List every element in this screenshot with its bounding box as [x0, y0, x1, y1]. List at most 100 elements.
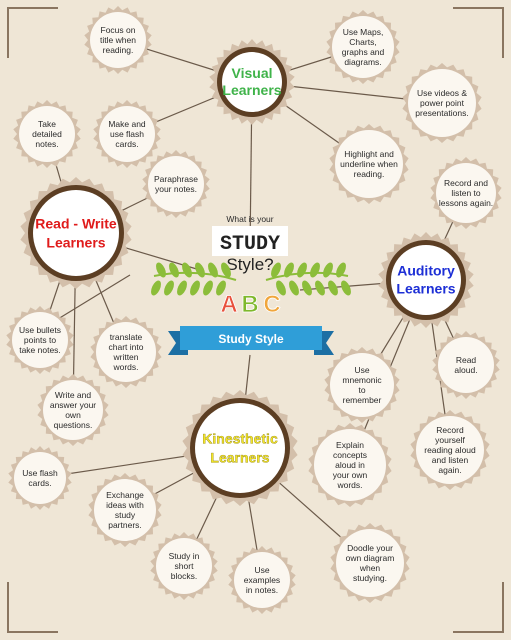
tip-text-line: again. [438, 465, 461, 475]
study-style-banner [180, 326, 322, 350]
tip-text-line: questions. [54, 420, 93, 430]
banner-label: Study Style [218, 332, 284, 346]
tip-text-line: listen to [451, 188, 481, 198]
tip-text-line: use flash [110, 129, 144, 139]
hub-badge-face [33, 190, 119, 276]
tip-text-line: concepts [333, 450, 367, 460]
tip-badge-face [96, 322, 156, 382]
tip-badge-face [436, 163, 496, 223]
tip-text-line: Study in [169, 551, 200, 561]
tip-text-line: presentations. [415, 108, 468, 118]
leaf [271, 262, 281, 278]
tip-text-line: own diagram [346, 553, 395, 563]
letter-a: A [220, 291, 237, 318]
tip-text-line: and listen [432, 455, 469, 465]
hub-title-line: Learners [46, 235, 105, 251]
tip-badge-face [148, 156, 204, 212]
leaf [315, 280, 325, 296]
tip-text-line: Record [436, 425, 464, 435]
leaf [310, 262, 320, 278]
tip-text-line: Write and [55, 390, 91, 400]
frame-corners [7, 7, 504, 633]
tip-text-line: Read [456, 355, 477, 365]
hub-title-line: Learners [222, 82, 281, 98]
tip-text-line: words. [336, 480, 362, 490]
tip-text-line: Focus on [101, 25, 136, 35]
tip-text-line: chart into [109, 342, 144, 352]
tip-text-line: Use flash [22, 468, 58, 478]
leaf [276, 280, 286, 296]
tip-badge-face [12, 312, 68, 368]
tip-badge-face [336, 529, 404, 597]
leaf [336, 262, 346, 278]
tip-text-line: power point [420, 98, 465, 108]
tip-text-line: Record and [444, 178, 488, 188]
tip-badge-face [94, 479, 156, 541]
leaf [341, 280, 351, 296]
tip-text-line: cards. [115, 139, 138, 149]
tip-text-line: mnemonic [342, 375, 382, 385]
tip-text-line: Use bullets [19, 325, 61, 335]
tip-text-line: when [359, 563, 381, 573]
tip-text-line: reading aloud [424, 445, 476, 455]
tip-badge-face [330, 353, 394, 417]
corner-bottom-left [7, 582, 58, 633]
tip-text-line: your notes. [155, 184, 197, 194]
leaf [169, 262, 179, 278]
tip-text-line: blocks. [171, 571, 197, 581]
hub-title-line: Read - Write [35, 216, 117, 232]
leaf [190, 280, 200, 296]
leaf [156, 262, 166, 278]
tip-badge-face [99, 106, 155, 162]
tip-text-line: written [112, 352, 138, 362]
leaf-branches [151, 262, 351, 296]
tip-badge-face [90, 12, 146, 68]
leaf [182, 262, 192, 278]
tip-text-line: Use videos & [417, 88, 467, 98]
tip-text-line: Doodle your [347, 543, 393, 553]
letter-c: C [263, 291, 280, 318]
leaf [289, 280, 299, 296]
tip-text-line: Make and [108, 119, 146, 129]
tip-text-line: in notes. [246, 585, 278, 595]
corner-top-left [7, 7, 58, 58]
tip-badge-face [156, 538, 212, 594]
tip-badge-face [234, 552, 290, 608]
study-label-box [212, 226, 288, 256]
tip-text-line: aloud. [454, 365, 477, 375]
tip-text-line: Use [354, 365, 369, 375]
tip-text-line: short [175, 561, 195, 571]
tip-text-line: Use Maps, [343, 27, 384, 37]
tip-badge-face [14, 452, 66, 504]
tip-badge-face [19, 106, 75, 162]
center-title-block: What is your STUDY Style? A B C Study St… [151, 214, 351, 355]
leaf [151, 280, 161, 296]
tip-text-line: lessons again. [439, 198, 493, 208]
hub-title-line: Kinesthetic [202, 431, 278, 447]
corner-bottom-right [453, 582, 504, 633]
tip-text-line: your own [333, 470, 368, 480]
center-study-word: STUDY [220, 233, 280, 256]
tip-text-line: Use [254, 565, 269, 575]
leaf [164, 280, 174, 296]
tip-text-line: remember [343, 395, 382, 405]
tip-text-line: yourself [435, 435, 465, 445]
tip-text-line: underline when [340, 159, 398, 169]
tip-text-line: diagrams. [344, 57, 381, 67]
leaf [221, 262, 231, 278]
